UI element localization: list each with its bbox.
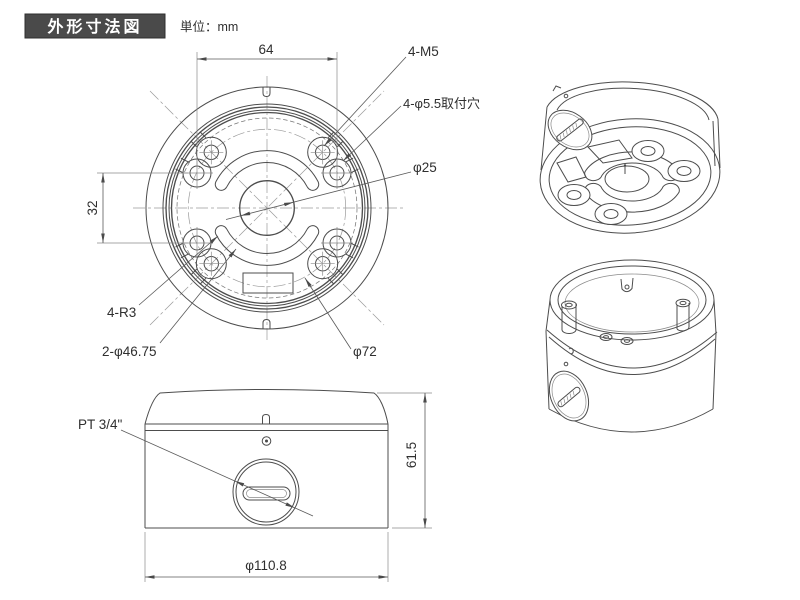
slot-label: 2-φ46.75 [102, 344, 157, 359]
mounting-hole [321, 227, 359, 259]
mount-hole-label: 4-φ5.5取付穴 [403, 96, 480, 111]
m5-holes [190, 131, 344, 285]
conduit-plug [232, 458, 300, 526]
iso-plug [548, 370, 590, 422]
center-hole [239, 180, 295, 236]
body-circles [145, 86, 389, 330]
arc-slot-lower [214, 225, 320, 266]
terminal-cutout [242, 272, 294, 294]
iso-view-underside [539, 81, 721, 234]
leader-pt34: PT 3/4" [78, 417, 314, 517]
inner-pillar-left [561, 300, 577, 335]
arc-slot-upper [214, 150, 320, 191]
leader-slot: 2-φ46.75 [102, 247, 238, 359]
m5-hole [307, 248, 344, 285]
leader-m5: 4-M5 [322, 44, 439, 148]
bolt-circle [187, 128, 347, 288]
dim-32-text: 32 [85, 200, 100, 215]
title-banner [24, 13, 166, 39]
bottom-tab [262, 318, 271, 329]
fillet-label: 4-R3 [107, 305, 136, 320]
center-dome [604, 164, 650, 193]
mounting-hole [321, 157, 359, 189]
unit-label: 単位：mm [180, 19, 238, 34]
set-screw [261, 436, 272, 446]
m5-hole [190, 248, 227, 285]
dim-615-text: 61.5 [404, 442, 419, 468]
clip-tab [262, 413, 270, 424]
screw-dot [563, 93, 569, 99]
dimension-64: 64 [196, 42, 338, 166]
wedge-tab [587, 139, 633, 164]
wedge-tab [556, 156, 587, 183]
flare-outline [144, 389, 389, 425]
bolt-circle-label: φ72 [353, 344, 377, 359]
conduit-label: PT 3/4" [78, 417, 123, 432]
leader-d25: φ25 [225, 160, 437, 220]
header: 外形寸法図 単位：mm [24, 13, 238, 39]
top-view: 64 32 4-M5 4-φ5.5取付穴 φ25 [85, 42, 480, 359]
mount-face [539, 118, 721, 234]
m5-hole [307, 131, 344, 168]
floor-screws [599, 333, 634, 345]
rim-notch [620, 277, 634, 293]
page-title: 外形寸法図 [46, 17, 142, 36]
leader-r3: 4-R3 [107, 234, 220, 320]
inner-pillar-right [675, 298, 691, 332]
screw-dot [563, 361, 569, 367]
leader-d72: φ72 [303, 277, 377, 359]
iso-plug [547, 109, 593, 151]
dimension-32: 32 [85, 172, 188, 244]
dimension-1108: φ110.8 [144, 532, 389, 582]
dim-1108-text: φ110.8 [245, 558, 287, 573]
m5-label: 4-M5 [408, 44, 439, 59]
center-hole-label: φ25 [413, 160, 437, 175]
iso-bosses [557, 140, 701, 225]
rim-outer [549, 259, 715, 341]
dimension-615: 61.5 [377, 392, 432, 529]
iso-view-cavity [545, 259, 718, 433]
m5-hole [190, 131, 227, 168]
front-view: PT 3/4" 61.5 φ110.8 [78, 389, 432, 582]
dim-64-text: 64 [258, 42, 274, 57]
iso-slot-lower [584, 182, 680, 213]
leader-mount-hole: 4-φ5.5取付穴 [341, 96, 480, 163]
top-tab [262, 87, 271, 98]
